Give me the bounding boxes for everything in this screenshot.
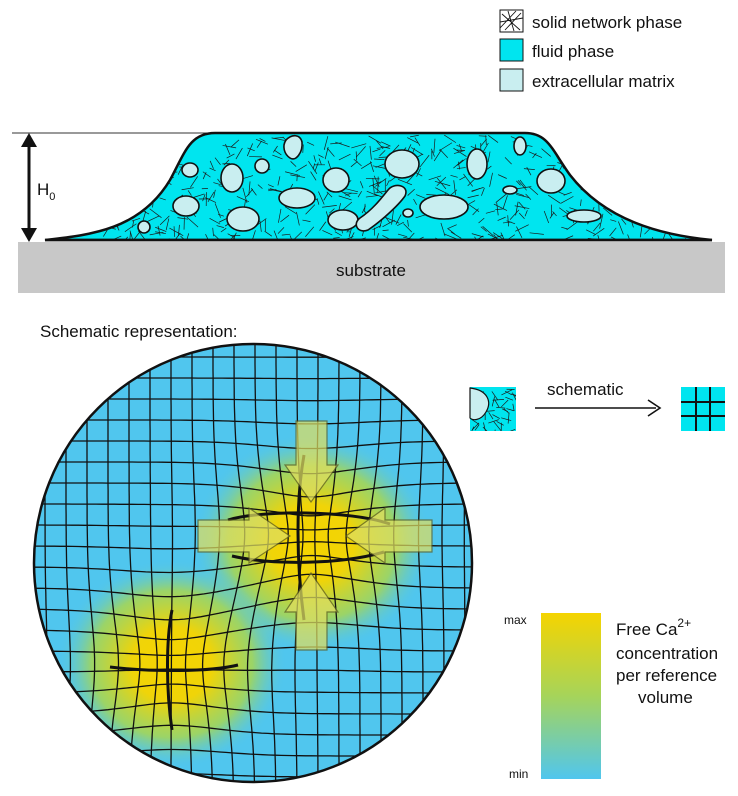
legend-item-extracellular-matrix: extracellular matrix: [499, 68, 675, 92]
cross-section: H0 substrate: [12, 131, 725, 293]
fluid-phase-swatch: [499, 38, 524, 62]
grid-icon: [681, 387, 725, 431]
arrow-up: [283, 571, 340, 651]
substrate-label: substrate: [336, 261, 406, 280]
schematic-title: Schematic representation:: [40, 322, 238, 341]
schematic-transform: schematic: [469, 380, 725, 431]
deformed-grid: [34, 344, 472, 782]
colorbar-title: Free Ca2+: [616, 616, 691, 639]
compression-arrows: [197, 420, 433, 651]
height-label: H0: [37, 180, 55, 203]
solid-network-swatch: [499, 9, 524, 33]
height-arrow: [21, 133, 37, 242]
legend: solid network phase fluid phase extracel…: [499, 9, 682, 92]
legend-label: solid network phase: [532, 13, 682, 32]
substrate: [18, 242, 725, 293]
legend-item-solid-network: solid network phase: [499, 9, 682, 33]
legend-item-fluid-phase: fluid phase: [499, 38, 614, 62]
colorbar-min-label: min: [509, 767, 528, 781]
legend-label: fluid phase: [532, 42, 614, 61]
schematic-circle: [32, 342, 474, 784]
extracellular-matrix-inclusions: [137, 134, 602, 234]
colorbar: max min Free Ca2+ concentration per refe…: [504, 613, 718, 781]
legend-label: extracellular matrix: [532, 72, 675, 91]
colorbar-max-label: max: [504, 613, 527, 627]
arrow-left: [344, 506, 433, 565]
colorbar-title-line: concentration: [616, 644, 718, 663]
circle-border: [32, 342, 474, 784]
colorbar-title-line: volume: [638, 688, 693, 707]
schematic-arrow-label: schematic: [547, 380, 624, 399]
arrow-right: [197, 506, 292, 565]
arrow-down: [283, 420, 340, 504]
colorbar-gradient: [541, 613, 601, 779]
extracellular-matrix-swatch: [499, 68, 524, 92]
colorbar-title-line: per reference: [616, 666, 717, 685]
